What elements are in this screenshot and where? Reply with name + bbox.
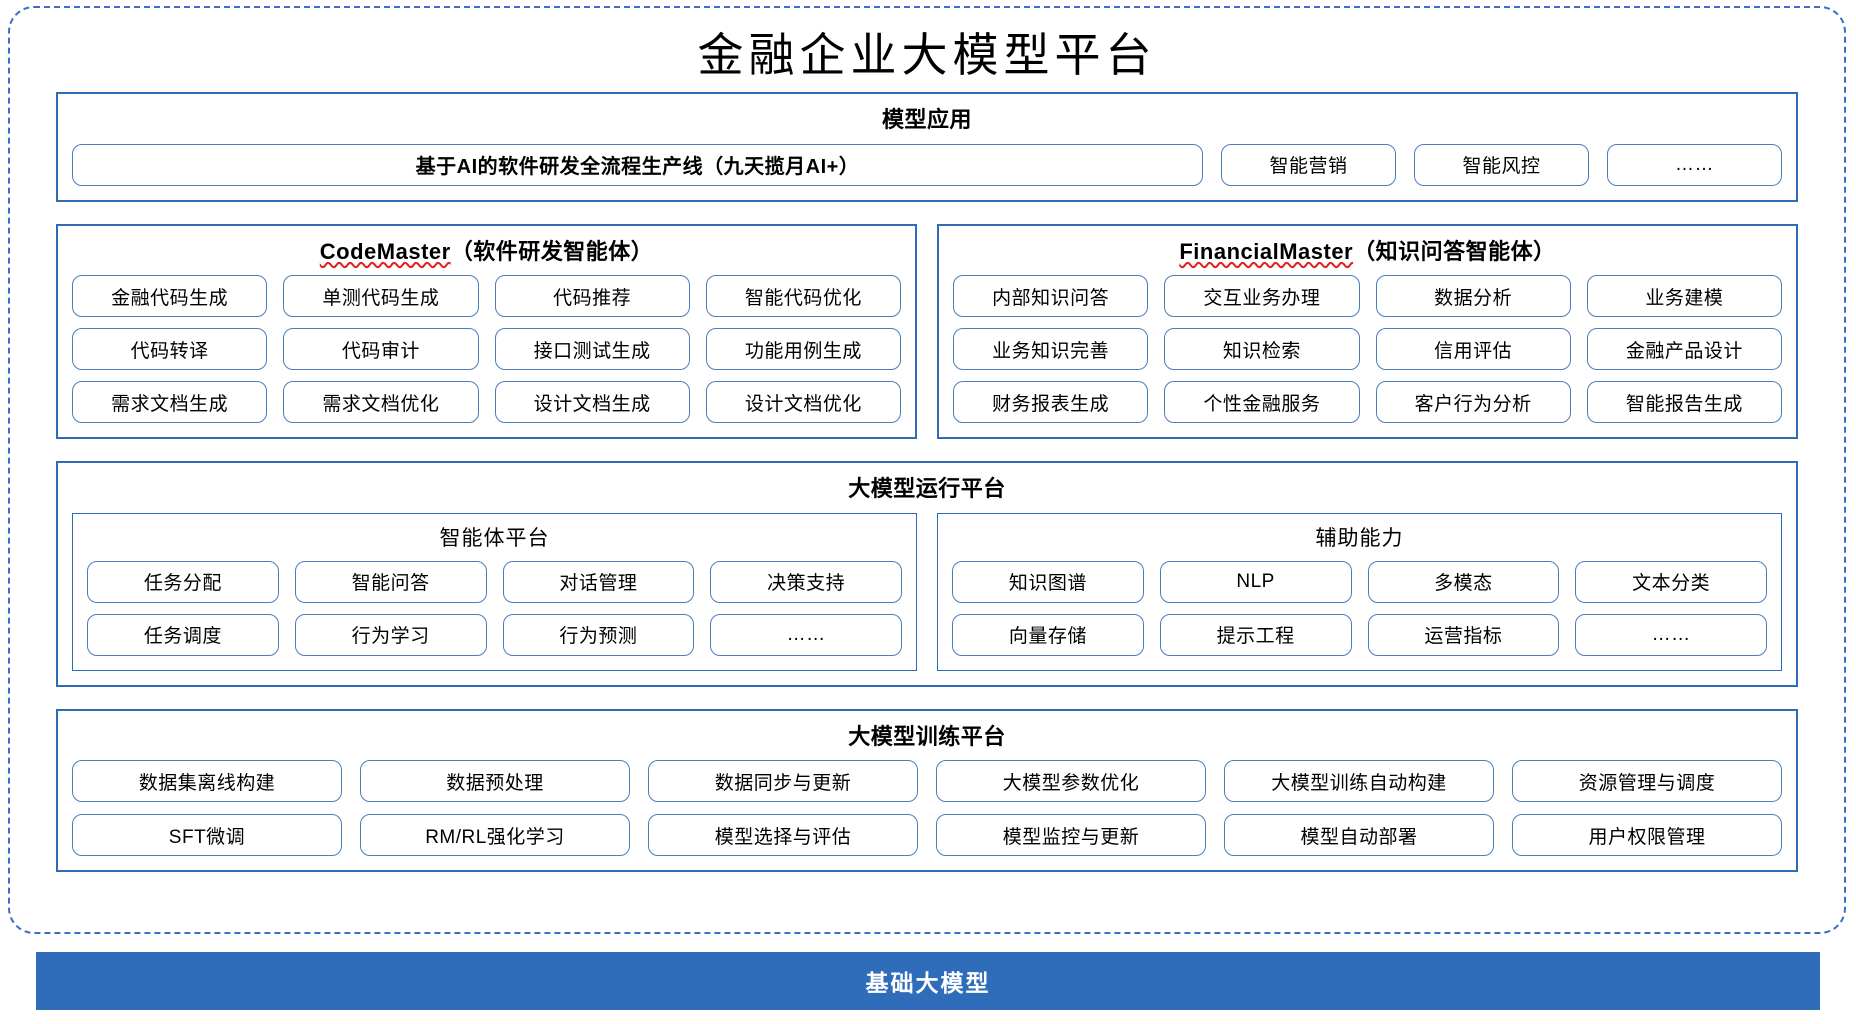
- auxiliary-pill-6[interactable]: 运营指标: [1367, 613, 1560, 656]
- agent-platform-pill-7[interactable]: ……: [710, 613, 902, 656]
- auxiliary-pill-2[interactable]: 多模态: [1367, 560, 1560, 603]
- training-pill-6[interactable]: SFT微调: [72, 814, 342, 856]
- financial-master-pill-0[interactable]: 内部知识问答: [953, 275, 1149, 317]
- section-financial-master: FinancialMaster（知识问答智能体） 内部知识问答 交互业务办理 数…: [937, 223, 1798, 439]
- app-pill-1[interactable]: 智能风控: [1414, 143, 1589, 186]
- agent-platform-pill-0[interactable]: 任务分配: [87, 560, 279, 603]
- financial-master-pill-9[interactable]: 个性金融服务: [1164, 381, 1360, 423]
- agent-platform-pill-4[interactable]: 任务调度: [87, 613, 279, 656]
- code-master-pill-8[interactable]: 需求文档生成: [72, 381, 268, 423]
- app-hero-pill[interactable]: 基于AI的软件研发全流程生产线（九天揽月AI+）: [72, 143, 1203, 186]
- auxiliary-pill-3[interactable]: 文本分类: [1575, 560, 1767, 603]
- section-title-training-platform: 大模型训练平台: [848, 723, 1006, 749]
- base-model-label: 基础大模型: [865, 970, 991, 996]
- training-platform-grid: 数据集离线构建 数据预处理 数据同步与更新 大模型参数优化 大模型训练自动构建 …: [72, 760, 1782, 856]
- app-pill-0[interactable]: 智能营销: [1221, 143, 1396, 186]
- code-master-grid: 金融代码生成 单测代码生成 代码推荐 智能代码优化 代码转译 代码审计 接口测试…: [72, 275, 901, 423]
- code-master-pill-4[interactable]: 代码转译: [72, 328, 268, 370]
- code-master-pill-3[interactable]: 智能代码优化: [705, 275, 901, 317]
- code-master-pill-6[interactable]: 接口测试生成: [494, 328, 690, 370]
- subsection-title-agent-platform: 智能体平台: [439, 526, 550, 550]
- agent-platform-grid: 任务分配 智能问答 对话管理 决策支持 任务调度 行为学习 行为预测 ……: [87, 560, 902, 656]
- model-application-row: 基于AI的软件研发全流程生产线（九天揽月AI+） 智能营销 智能风控 ……: [72, 143, 1782, 186]
- code-master-pill-7[interactable]: 功能用例生成: [705, 328, 901, 370]
- subsection-auxiliary-capability: 辅助能力 知识图谱 NLP 多模态 文本分类 向量存储 提示工程 运营指标 ……: [937, 512, 1782, 671]
- training-pill-5[interactable]: 资源管理与调度: [1512, 760, 1782, 802]
- code-master-pill-9[interactable]: 需求文档优化: [283, 381, 479, 423]
- training-pill-11[interactable]: 用户权限管理: [1512, 814, 1782, 856]
- subsection-title-auxiliary-capability: 辅助能力: [1315, 526, 1404, 550]
- financial-master-pill-5[interactable]: 知识检索: [1164, 328, 1360, 370]
- agent-platform-pill-3[interactable]: 决策支持: [710, 560, 902, 603]
- training-pill-8[interactable]: 模型选择与评估: [648, 814, 918, 856]
- financial-master-pill-7[interactable]: 金融产品设计: [1586, 328, 1782, 370]
- auxiliary-pill-0[interactable]: 知识图谱: [952, 560, 1144, 603]
- financial-master-pill-6[interactable]: 信用评估: [1375, 328, 1571, 370]
- runtime-sub-row: 智能体平台 任务分配 智能问答 对话管理 决策支持 任务调度 行为学习 行为预测…: [72, 512, 1782, 671]
- code-master-subtitle: （软件研发智能体）: [450, 238, 654, 264]
- base-model-bar: 基础大模型: [36, 952, 1820, 1010]
- training-pill-2[interactable]: 数据同步与更新: [648, 760, 918, 802]
- platform-architecture-diagram: 金融企业大模型平台 模型应用 基于AI的软件研发全流程生产线（九天揽月AI+） …: [8, 6, 1846, 934]
- training-pill-9[interactable]: 模型监控与更新: [936, 814, 1206, 856]
- page-title: 金融企业大模型平台: [697, 28, 1157, 82]
- auxiliary-capability-grid: 知识图谱 NLP 多模态 文本分类 向量存储 提示工程 运营指标 ……: [952, 560, 1767, 656]
- code-master-pill-0[interactable]: 金融代码生成: [72, 275, 268, 317]
- code-master-name: CodeMaster: [319, 238, 451, 264]
- code-master-pill-1[interactable]: 单测代码生成: [283, 275, 479, 317]
- section-title-financial-master: FinancialMaster（知识问答智能体）: [953, 238, 1782, 266]
- code-master-pill-2[interactable]: 代码推荐: [494, 275, 690, 317]
- training-pill-10[interactable]: 模型自动部署: [1224, 814, 1494, 856]
- financial-master-pill-3[interactable]: 业务建模: [1586, 275, 1782, 317]
- section-code-master: CodeMaster（软件研发智能体） 金融代码生成 单测代码生成 代码推荐 智…: [56, 223, 917, 439]
- financial-master-pill-11[interactable]: 智能报告生成: [1586, 381, 1782, 423]
- app-pill-2[interactable]: ……: [1607, 143, 1782, 186]
- auxiliary-pill-7[interactable]: ……: [1575, 613, 1767, 656]
- code-master-pill-5[interactable]: 代码审计: [283, 328, 479, 370]
- code-master-pill-10[interactable]: 设计文档生成: [494, 381, 690, 423]
- training-pill-0[interactable]: 数据集离线构建: [72, 760, 342, 802]
- section-runtime-platform: 大模型运行平台 智能体平台 任务分配 智能问答 对话管理 决策支持 任务调度 行…: [56, 461, 1798, 687]
- auxiliary-pill-5[interactable]: 提示工程: [1159, 613, 1352, 656]
- section-training-platform: 大模型训练平台 数据集离线构建 数据预处理 数据同步与更新 大模型参数优化 大模…: [56, 708, 1798, 872]
- section-title-model-application: 模型应用: [881, 107, 972, 132]
- financial-master-grid: 内部知识问答 交互业务办理 数据分析 业务建模 业务知识完善 知识检索 信用评估…: [953, 275, 1782, 423]
- training-pill-7[interactable]: RM/RL强化学习: [360, 814, 630, 856]
- section-model-application: 模型应用 基于AI的软件研发全流程生产线（九天揽月AI+） 智能营销 智能风控 …: [56, 92, 1798, 202]
- section-title-runtime-platform: 大模型运行平台: [848, 476, 1006, 501]
- financial-master-name: FinancialMaster: [1179, 238, 1354, 264]
- financial-master-subtitle: （知识问答智能体）: [1353, 238, 1556, 264]
- financial-master-pill-2[interactable]: 数据分析: [1375, 275, 1571, 317]
- agent-platform-pill-1[interactable]: 智能问答: [294, 560, 487, 603]
- agent-platform-pill-5[interactable]: 行为学习: [294, 613, 487, 656]
- auxiliary-pill-4[interactable]: 向量存储: [952, 613, 1144, 656]
- subsection-agent-platform: 智能体平台 任务分配 智能问答 对话管理 决策支持 任务调度 行为学习 行为预测…: [72, 512, 917, 671]
- financial-master-pill-8[interactable]: 财务报表生成: [953, 381, 1149, 423]
- training-pill-3[interactable]: 大模型参数优化: [936, 760, 1206, 802]
- agent-platform-pill-6[interactable]: 行为预测: [502, 613, 695, 656]
- agents-row: CodeMaster（软件研发智能体） 金融代码生成 单测代码生成 代码推荐 智…: [56, 223, 1798, 439]
- financial-master-pill-10[interactable]: 客户行为分析: [1375, 381, 1571, 423]
- section-title-code-master: CodeMaster（软件研发智能体）: [72, 238, 901, 266]
- auxiliary-pill-1[interactable]: NLP: [1159, 560, 1352, 603]
- training-pill-1[interactable]: 数据预处理: [360, 760, 630, 802]
- code-master-pill-11[interactable]: 设计文档优化: [705, 381, 901, 423]
- financial-master-pill-1[interactable]: 交互业务办理: [1164, 275, 1360, 317]
- financial-master-pill-4[interactable]: 业务知识完善: [953, 328, 1149, 370]
- training-pill-4[interactable]: 大模型训练自动构建: [1224, 760, 1494, 802]
- agent-platform-pill-2[interactable]: 对话管理: [502, 560, 695, 603]
